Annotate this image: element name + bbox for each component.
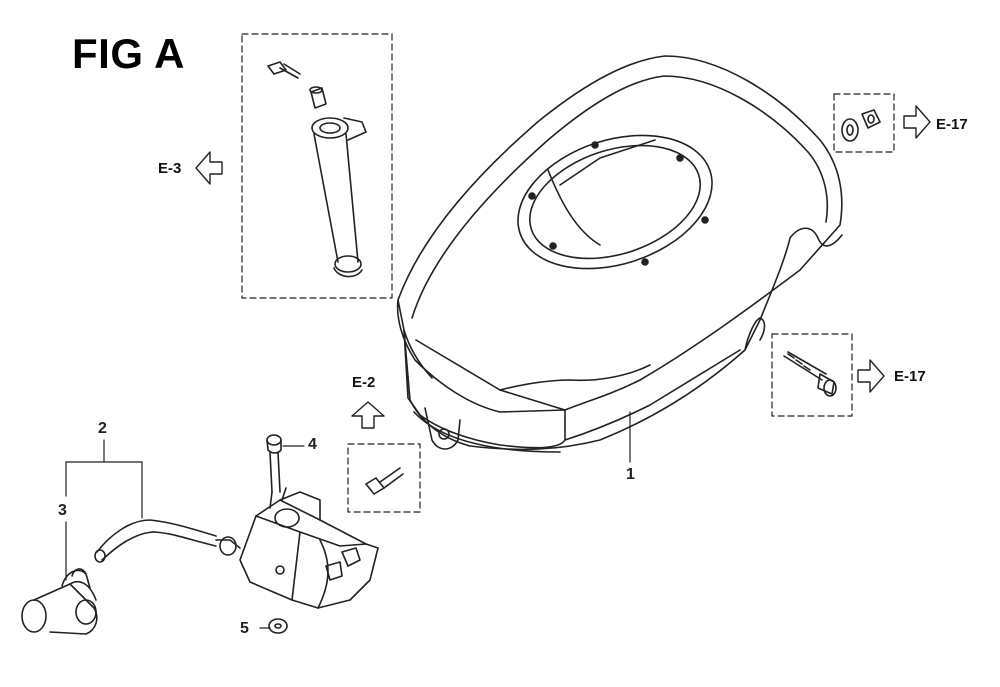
- reference-e2: E-2: [352, 374, 376, 391]
- fan-cover-part: [396, 55, 843, 453]
- arrow-e2: [351, 401, 385, 429]
- reference-e17-bottom: E-17: [894, 368, 926, 385]
- figure-title: FIG A: [72, 30, 185, 77]
- spark-plug-cap-part: [21, 568, 98, 635]
- callout-4: 4: [308, 436, 317, 453]
- reference-e3: E-3: [158, 160, 182, 177]
- callout-2: 2: [98, 420, 107, 437]
- leader-lines: [65, 411, 631, 629]
- callout-3: 3: [58, 502, 67, 519]
- reference-e17-top: E-17: [936, 116, 968, 133]
- arrow-e17-top: [903, 105, 931, 139]
- bolt-e2-group: [347, 443, 421, 513]
- ignition-coil-part: [94, 434, 379, 634]
- screw-group: [771, 333, 853, 417]
- arrow-e3: [195, 151, 223, 185]
- callout-5: 5: [240, 620, 249, 637]
- callout-1: 1: [626, 466, 635, 483]
- oil-filler-group: [241, 33, 393, 299]
- arrow-e17-bottom: [857, 359, 885, 393]
- nut-washer-group: [833, 93, 895, 153]
